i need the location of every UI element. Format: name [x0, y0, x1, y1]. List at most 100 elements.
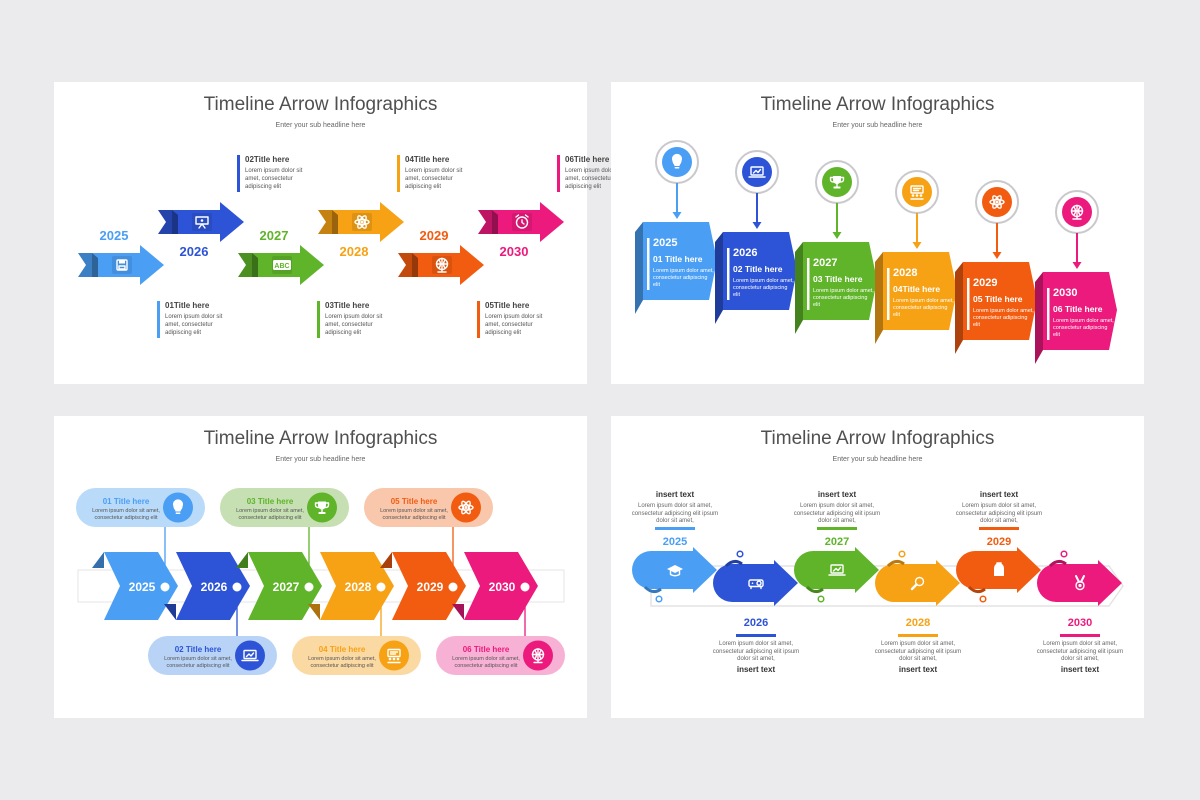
- slide-2-pin-blocks: Timeline Arrow Infographics Enter your s…: [611, 82, 1144, 384]
- timeline-block-2: [715, 150, 797, 324]
- item-text: Lorem ipsum dolor sit amet, consectetur …: [1036, 641, 1124, 662]
- accent-bar: [1047, 288, 1050, 340]
- atom-icon: [354, 215, 370, 229]
- item-title: 03 Title here: [813, 274, 863, 284]
- item-text: Lorem ipsum dolor sit amet, consectetur …: [308, 656, 376, 669]
- curl: [967, 585, 986, 594]
- year-label: 2026: [200, 580, 228, 594]
- item-text: Lorem ipsum dolor sit amet, consectetur …: [164, 656, 232, 669]
- item-text: Lorem ipsum dolor amet, consectetur adip…: [973, 308, 1034, 328]
- year-label: 2029: [973, 277, 998, 289]
- chevron-shape: [176, 552, 250, 620]
- year-label: 2027: [272, 580, 300, 594]
- item-title: insert text: [1060, 665, 1100, 674]
- accent-underline: [1060, 634, 1100, 637]
- item-title: 06 Title here: [1053, 304, 1103, 314]
- arrow-fold: [92, 253, 98, 277]
- year-label: 2030: [488, 580, 516, 594]
- slide-3-chevron-pills: Timeline Arrow Infographics Enter your s…: [54, 416, 587, 718]
- year-label: 2030: [499, 244, 529, 259]
- accent-bar: [967, 278, 970, 330]
- chevron-shape: [320, 552, 394, 620]
- item-title: 04Title here: [405, 155, 450, 164]
- year-label: 2027: [813, 257, 838, 269]
- item-text: Lorem ipsum dolor sit amet, consectetur …: [631, 503, 719, 524]
- lightbulb-icon: [672, 153, 682, 169]
- globe-icon: [1070, 204, 1084, 220]
- svg-text:ABC: ABC: [274, 263, 289, 270]
- pin-arrowhead: [912, 242, 922, 249]
- arrow-fold: [172, 210, 178, 234]
- slide-title: Timeline Arrow Infographics: [203, 94, 438, 115]
- year-label: 2026: [743, 617, 769, 629]
- pill-icon-disc: [379, 640, 409, 671]
- year-label: 2027: [824, 536, 850, 548]
- presentation-board-icon: [195, 216, 209, 229]
- accent-bar: [317, 301, 320, 338]
- accent-bar: [397, 155, 400, 192]
- arrow-fold: [252, 253, 258, 277]
- timeline-block-5: [955, 180, 1037, 354]
- backpack-icon: [994, 562, 1004, 576]
- chevron-shape: [248, 552, 322, 620]
- timeline-arrow-3: [794, 527, 879, 603]
- timeline-chevron-6: [436, 552, 565, 675]
- end-dot: [817, 595, 825, 603]
- curl: [724, 559, 743, 568]
- laptop-chart-icon: [241, 649, 259, 662]
- arrow-fold: [492, 210, 498, 234]
- item-text: Lorem ipsum dolor sit amet, consectetur …: [165, 314, 223, 336]
- chevron-fold: [452, 604, 464, 620]
- slide-subtitle: Enter your sub headline here: [275, 456, 366, 463]
- accent-bar: [557, 155, 560, 192]
- item-text: Lorem ipsum dolor sit amet, consectetur …: [955, 503, 1043, 524]
- year-label: 2025: [662, 536, 688, 548]
- timeline-arrow-4: [318, 202, 404, 242]
- timeline-block-6: [1035, 190, 1117, 364]
- block-front: [1043, 272, 1117, 350]
- year-label: 2030: [1053, 287, 1078, 299]
- block-side: [1035, 272, 1043, 364]
- item-title: 05 Title here: [390, 497, 438, 506]
- alarm-clock-icon: [515, 214, 529, 229]
- medal-icon: [1075, 575, 1085, 591]
- end-dot: [655, 595, 663, 603]
- icon-tile: [192, 213, 212, 231]
- item-title: 03Title here: [325, 301, 370, 310]
- item-title: insert text: [979, 490, 1019, 499]
- timeline-arrow-5: [956, 527, 1041, 603]
- accent-bar: [477, 301, 480, 338]
- end-dot: [979, 595, 987, 603]
- item-text: Lorem ipsum dolor sit amet, consectetur …: [793, 503, 881, 524]
- item-text: Lorem ipsum dolor sit amet, consectetur …: [405, 168, 463, 190]
- chevron-shape: [464, 552, 538, 620]
- block-front: [883, 252, 957, 330]
- item-title: 05Title here: [485, 301, 530, 310]
- curl: [886, 559, 905, 568]
- diagram-layer: [632, 527, 1124, 637]
- chevron-fold: [92, 552, 104, 568]
- chevron-fold: [308, 604, 320, 620]
- chevron-shape: [104, 552, 178, 620]
- pin-disc: [902, 177, 932, 207]
- item-title: 03 Title here: [246, 497, 294, 506]
- atom-icon: [458, 500, 474, 515]
- item-title: 06 Title here: [462, 645, 510, 654]
- item-title: insert text: [655, 490, 695, 499]
- chevron-fold: [236, 552, 248, 568]
- pin-arrowhead: [672, 212, 682, 219]
- arrow-shape: [713, 560, 798, 606]
- globe-icon: [531, 648, 545, 664]
- timeline-arrow-6: [478, 202, 564, 242]
- accent-underline: [979, 527, 1019, 530]
- diagram-layer: ABC: [78, 155, 564, 338]
- curl: [1048, 559, 1067, 568]
- block-front: [803, 242, 877, 320]
- item-title: 01 Title here: [653, 254, 703, 264]
- item-title: 04 Title here: [318, 645, 366, 654]
- abc-board-icon: ABC: [273, 260, 291, 270]
- slide-title: Timeline Arrow Infographics: [760, 94, 995, 115]
- arrow-shape: [1037, 560, 1122, 606]
- meeting-icon: [387, 648, 401, 664]
- accent-bar: [807, 258, 810, 310]
